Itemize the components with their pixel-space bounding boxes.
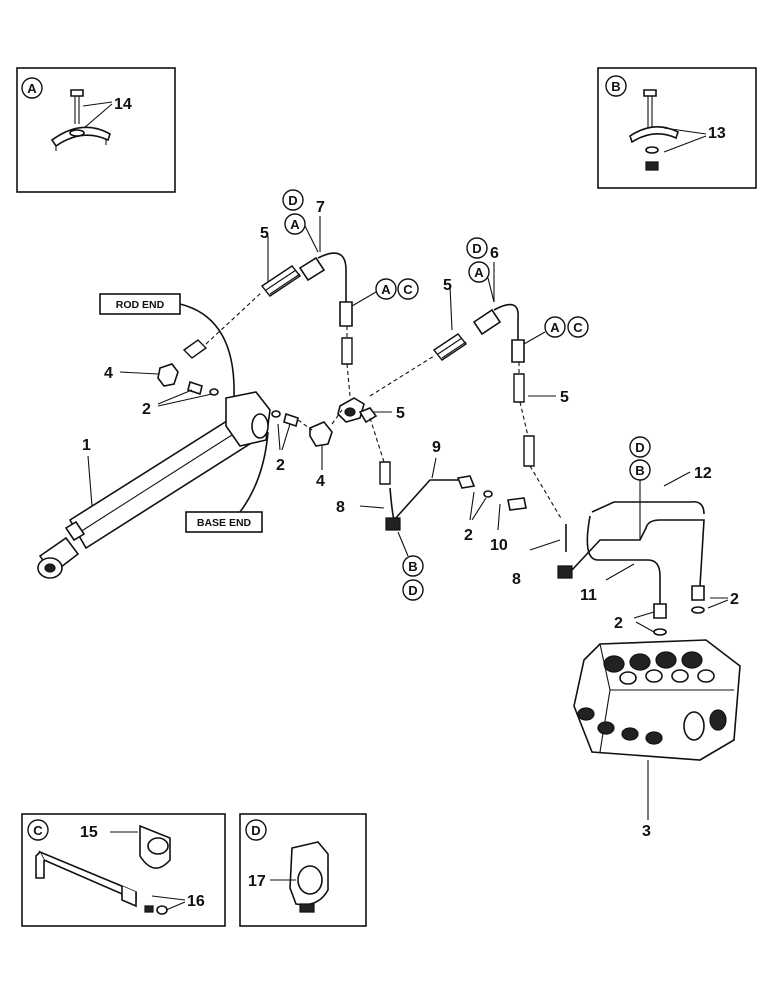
- callout-10: 10: [490, 537, 508, 554]
- bubble-d-2: D: [472, 241, 481, 256]
- callout-2a: 2: [142, 401, 151, 418]
- callout-15: 15: [80, 824, 98, 841]
- valve-ports: [577, 651, 727, 745]
- callout-13: 13: [708, 125, 726, 142]
- callout-2b: 2: [276, 457, 285, 474]
- callout-2d: 2: [614, 615, 623, 632]
- base-end-tag: BASE END: [185, 431, 269, 533]
- callout-5c: 5: [396, 405, 405, 422]
- svg-text:BASE END: BASE END: [197, 517, 252, 529]
- callout-14: 14: [114, 96, 132, 113]
- callout-7: 7: [316, 199, 325, 216]
- callout-4b: 4: [316, 473, 325, 490]
- bubble-d-4: D: [635, 440, 644, 455]
- tube-6-assembly: 6 D A A C 5: [466, 237, 589, 406]
- inset-d: D 17: [239, 813, 367, 927]
- inset-b-letter: B: [611, 79, 620, 94]
- bubble-a-4: A: [550, 320, 560, 335]
- callout-5b: 5: [443, 277, 452, 294]
- control-valve: 2 2 3: [573, 585, 741, 840]
- bubble-d-1: D: [288, 193, 297, 208]
- callout-16: 16: [187, 893, 205, 910]
- hydraulic-cylinder: 1: [37, 391, 271, 579]
- bubble-b-2: B: [635, 463, 644, 478]
- callout-11: 11: [580, 587, 597, 604]
- callout-5a: 5: [260, 225, 269, 242]
- callout-12: 12: [694, 465, 712, 482]
- callout-2e: 2: [730, 591, 739, 608]
- inset-d-letter: D: [251, 823, 260, 838]
- tube-7-assembly: 7 D A A C: [282, 189, 419, 397]
- callout-6: 6: [490, 245, 499, 262]
- callout-9: 9: [432, 439, 441, 456]
- inset-c-letter: C: [33, 823, 43, 838]
- callout-8b: 8: [512, 571, 521, 588]
- callout-3: 3: [642, 823, 651, 840]
- tube-9-assembly: 9 8 B D 2 10: [336, 417, 527, 601]
- callout-1: 1: [82, 437, 91, 454]
- center-hose: 5 5 2 4: [271, 277, 468, 490]
- rod-end-fittings: 4 2 5: [104, 225, 302, 418]
- bubble-a-2: A: [381, 282, 391, 297]
- inset-b: B 13: [597, 67, 757, 189]
- bubble-a-3: A: [474, 265, 484, 280]
- rod-end-tag: ROD END: [99, 293, 235, 397]
- inset-a-letter: A: [27, 81, 37, 96]
- bubble-c-2: C: [573, 320, 583, 335]
- bubble-b-1: B: [408, 559, 417, 574]
- inset-a: A 14: [16, 67, 176, 193]
- svg-text:ROD END: ROD END: [116, 299, 165, 311]
- callout-17: 17: [248, 873, 266, 890]
- callout-4a: 4: [104, 365, 113, 382]
- callout-2c: 2: [464, 527, 473, 544]
- inset-c: C 15 16: [21, 813, 226, 927]
- callout-5d: 5: [560, 389, 569, 406]
- bubble-a-1: A: [290, 217, 300, 232]
- bubble-c-1: C: [403, 282, 413, 297]
- tubes-11-12: 8 D B 12 11: [512, 401, 712, 604]
- bubble-d-3: D: [408, 583, 417, 598]
- callout-8a: 8: [336, 499, 345, 516]
